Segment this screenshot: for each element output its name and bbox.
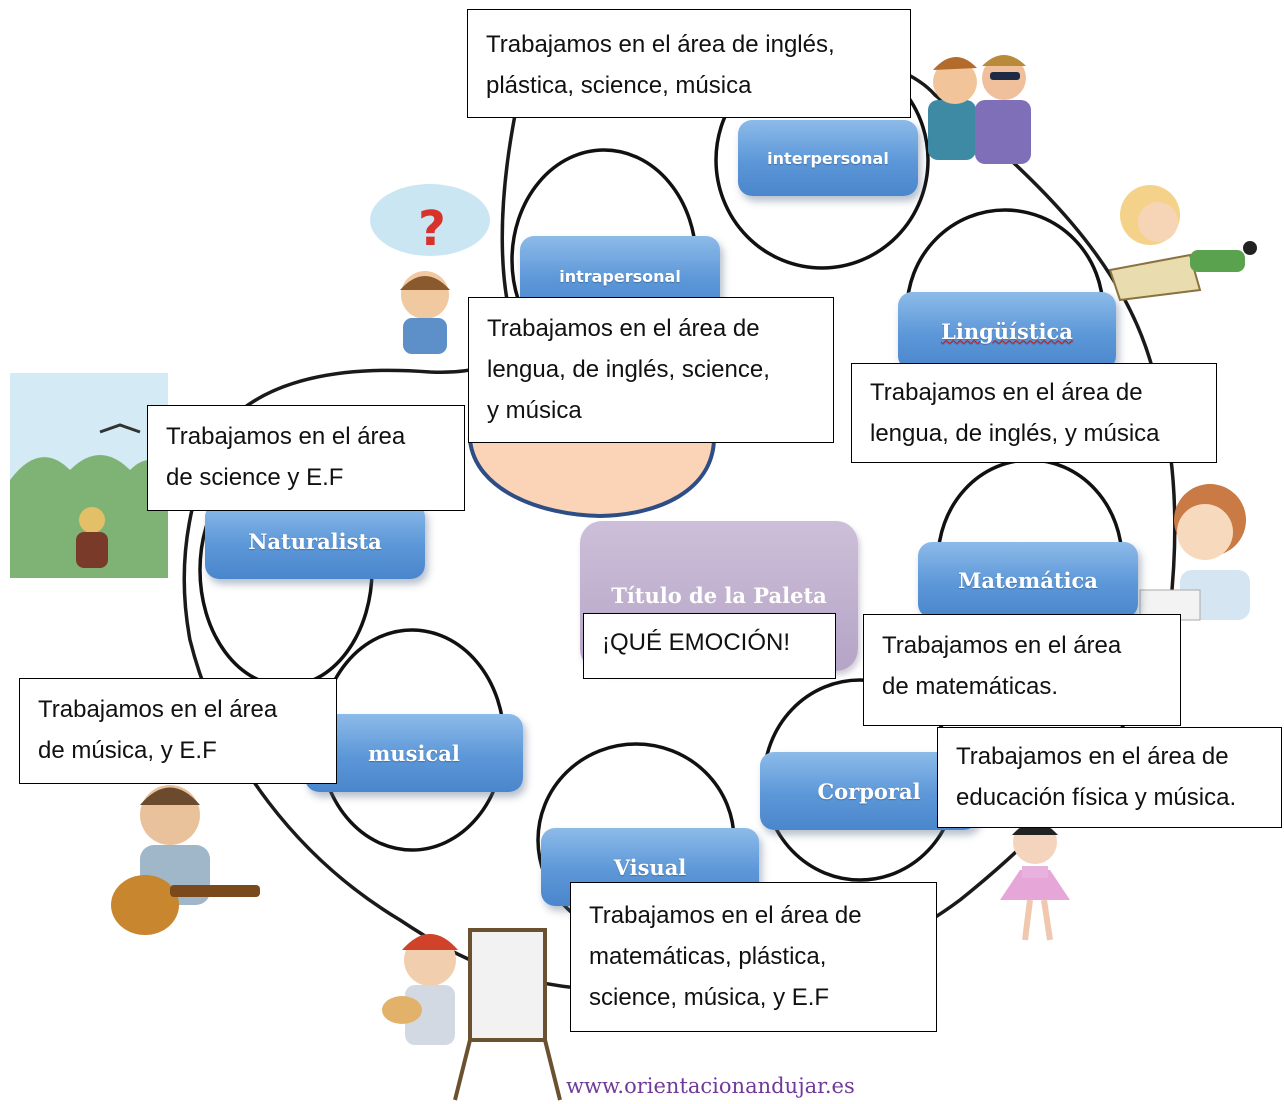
palette-thumb-hole xyxy=(467,438,717,519)
friends-laughing-icon xyxy=(928,55,1031,164)
thinking-child-icon: ? xyxy=(370,184,490,354)
ballet-girl-icon xyxy=(1000,820,1070,941)
pill-corporal-label: Corporal xyxy=(817,778,921,804)
pill-matematica-label: Matemática xyxy=(958,567,1098,593)
note-naturalista: Trabajamos en el área de science y E.F xyxy=(147,405,465,511)
painter-girl-icon xyxy=(382,928,562,1101)
pill-linguistica: Lingüística xyxy=(898,292,1116,370)
reading-girl-icon xyxy=(1108,185,1257,302)
note-intrapersonal: Trabajamos en el área de lengua, de ingl… xyxy=(468,297,834,443)
pill-matematica: Matemática xyxy=(918,542,1138,618)
pill-naturalista-label: Naturalista xyxy=(248,528,382,554)
sky-walker-icon xyxy=(10,373,168,578)
emotion-label: ¡QUÉ EMOCIÓN! xyxy=(583,613,836,679)
note-musical: Trabajamos en el área de música, y E.F xyxy=(19,678,337,784)
pill-intrapersonal-label: intrapersonal xyxy=(559,266,681,286)
note-visual: Trabajamos en el área de matemáticas, pl… xyxy=(570,882,937,1032)
pill-interpersonal: interpersonal xyxy=(738,120,918,196)
note-interpersonal: Trabajamos en el área de inglés, plástic… xyxy=(467,9,911,118)
writing-boy-icon xyxy=(1139,484,1250,621)
guitar-boy-icon xyxy=(111,785,260,935)
note-corporal: Trabajamos en el área de educación físic… xyxy=(937,727,1282,828)
footer-url[interactable]: www.orientacionandujar.es xyxy=(566,1074,855,1098)
pill-interpersonal-label: interpersonal xyxy=(767,148,889,168)
svg-text:?: ? xyxy=(418,201,446,257)
pill-linguistica-label: Lingüística xyxy=(941,318,1073,344)
palette-title-label: Título de la Paleta xyxy=(611,583,827,608)
pill-musical: musical xyxy=(305,714,523,792)
note-matematica: Trabajamos en el área de matemáticas. xyxy=(863,614,1181,726)
pill-naturalista: Naturalista xyxy=(205,503,425,579)
pill-musical-label: musical xyxy=(368,740,460,766)
pill-visual-label: Visual xyxy=(613,854,687,880)
note-linguistica: Trabajamos en el área de lengua, de ingl… xyxy=(851,363,1217,463)
